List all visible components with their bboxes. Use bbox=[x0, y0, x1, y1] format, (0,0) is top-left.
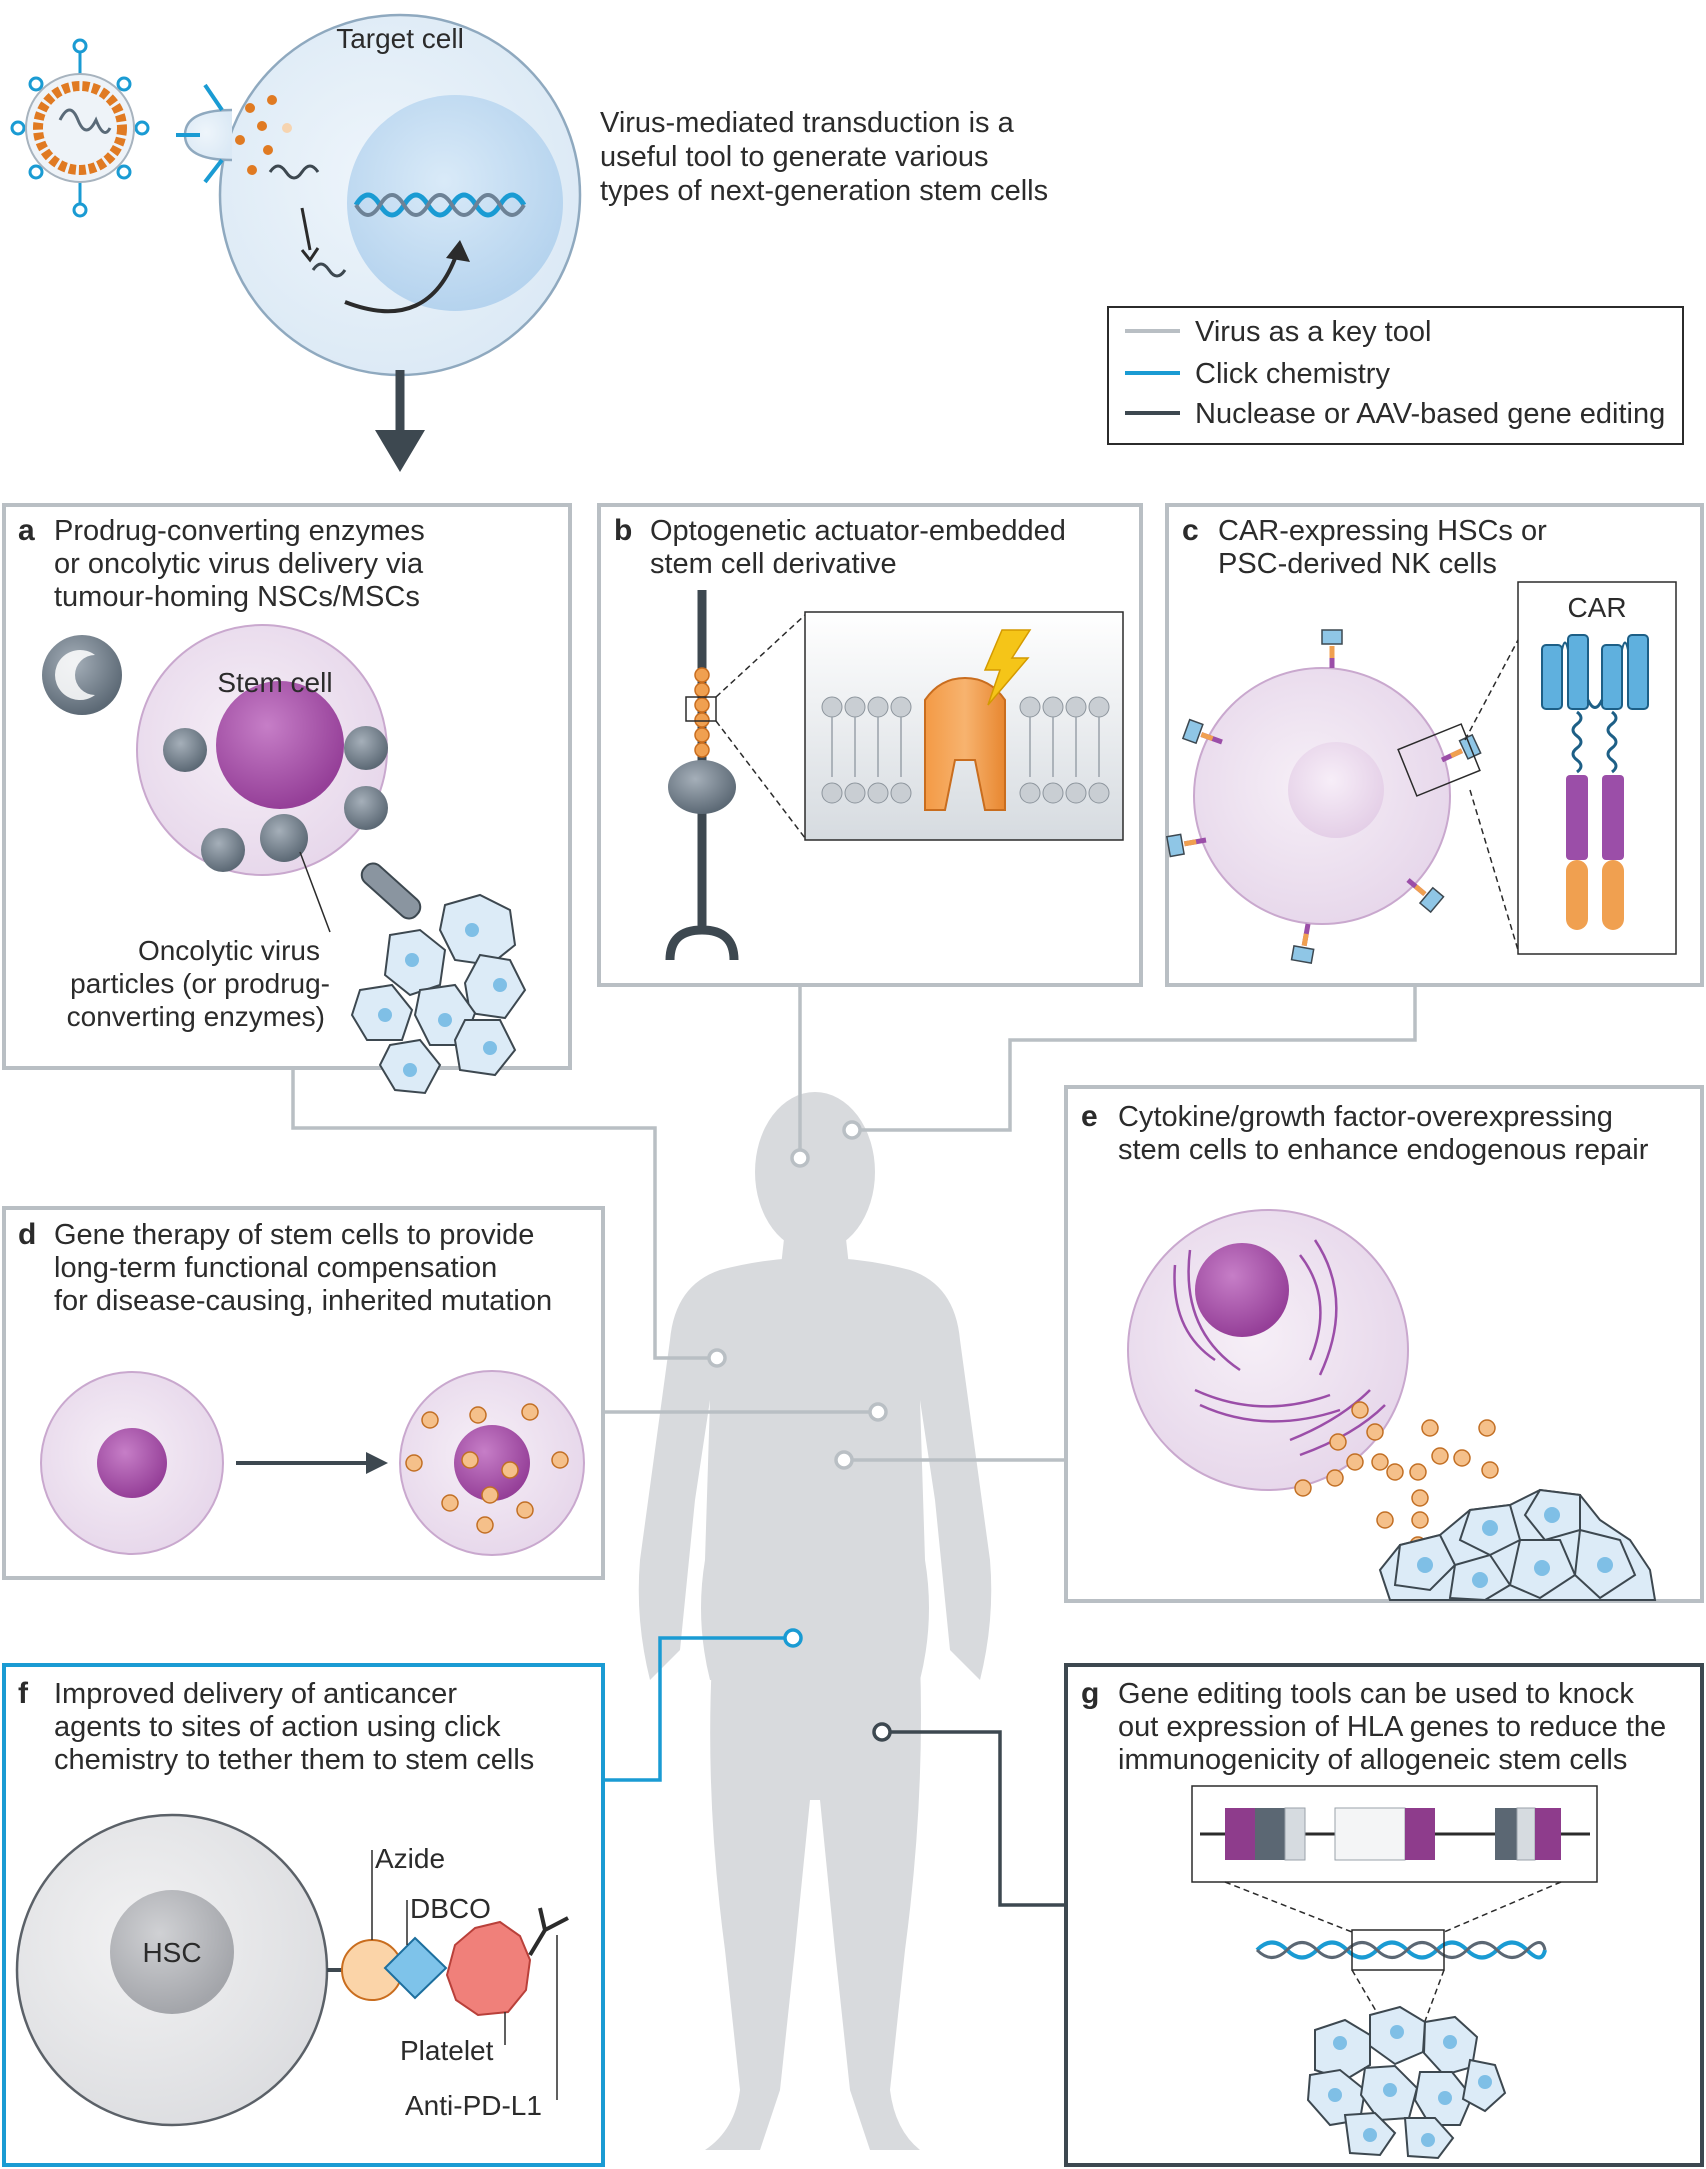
target-cell: Target cell bbox=[176, 13, 582, 377]
stem-cell-label: Stem cell bbox=[217, 667, 332, 698]
panel-f-letter: f bbox=[18, 1677, 29, 1710]
panel-g-title-1: Gene editing tools can be used to knock bbox=[1118, 1678, 1634, 1710]
panel-f: f Improved delivery of anticancer agents… bbox=[2, 1663, 605, 2167]
azide-label: Azide bbox=[375, 1843, 445, 1874]
target-cell-label: Target cell bbox=[336, 23, 464, 54]
legend-box: Virus as a key tool Click chemistry Nucl… bbox=[1107, 306, 1684, 445]
panel-c-title-1: CAR-expressing HSCs or bbox=[1218, 515, 1547, 547]
endoplasmic-reticulum bbox=[1173, 1239, 1386, 1457]
internal-virus-particles bbox=[163, 726, 388, 872]
panel-d-title-2: long-term functional compensation bbox=[54, 1252, 497, 1284]
panel-e-title-2: stem cells to enhance endogenous repair bbox=[1118, 1134, 1649, 1166]
nk-cell-nucleus bbox=[1288, 742, 1384, 838]
car-label: CAR bbox=[1567, 592, 1626, 623]
intro-line-2: useful tool to generate various bbox=[600, 141, 989, 173]
neuron-drawing bbox=[665, 590, 739, 961]
particles-label-2: particles (or prodrug- bbox=[70, 968, 330, 999]
platelet bbox=[445, 1920, 532, 2017]
down-arrow bbox=[375, 370, 425, 472]
particles-label-1: Oncolytic virus bbox=[138, 935, 320, 966]
legend-label-click: Click chemistry bbox=[1195, 358, 1390, 390]
stem-cell-nucleus bbox=[216, 681, 344, 809]
secreted-factors-d bbox=[405, 1403, 569, 1534]
panel-d-letter: d bbox=[18, 1218, 36, 1251]
panel-d-title-1: Gene therapy of stem cells to provide bbox=[54, 1219, 534, 1251]
hsc-nucleus bbox=[110, 1890, 234, 2014]
panel-e-title-1: Cytokine/growth factor-overexpressing bbox=[1118, 1101, 1613, 1133]
panel-b: b Optogenetic actuator-embedded stem cel… bbox=[597, 503, 1143, 987]
panel-a-title-1: Prodrug-converting enzymes bbox=[54, 515, 425, 547]
legend-label-editing: Nuclease or AAV-based gene editing bbox=[1195, 398, 1665, 430]
hsc-label: HSC bbox=[142, 1937, 201, 1968]
antipdl1-label: Anti-PD-L1 bbox=[405, 2090, 542, 2121]
connector-lines bbox=[291, 985, 1417, 1907]
particles-label-3: converting enzymes) bbox=[67, 1001, 325, 1032]
intro-line-3: types of next-generation stem cells bbox=[600, 175, 1048, 207]
legend-label-virus: Virus as a key tool bbox=[1195, 316, 1431, 348]
legend-item-click: Click chemistry bbox=[1125, 358, 1390, 390]
car-inset: CAR bbox=[1517, 581, 1677, 955]
panel-c-letter: c bbox=[1182, 514, 1199, 547]
membrane-inset bbox=[804, 611, 1124, 841]
panel-f-title-3: chemistry to tether them to stem cells bbox=[54, 1744, 534, 1776]
virus-particle bbox=[10, 38, 150, 218]
panel-c-title-2: PSC-derived NK cells bbox=[1218, 548, 1497, 580]
panel-g-title-2: out expression of HLA genes to reduce th… bbox=[1118, 1711, 1666, 1743]
dbco-label: DBCO bbox=[410, 1893, 491, 1924]
panel-e-letter: e bbox=[1081, 1100, 1098, 1133]
panel-a: a Prodrug-converting enzymes or oncolyti… bbox=[2, 503, 572, 1095]
panel-a-title-3: tumour-homing NSCs/MSCs bbox=[54, 581, 420, 613]
legend-item-editing: Nuclease or AAV-based gene editing bbox=[1125, 398, 1665, 430]
channelrhodopsin-channel bbox=[924, 676, 1006, 811]
panel-a-title-2: or oncolytic virus delivery via bbox=[54, 548, 424, 580]
intro-description: Virus-mediated transduction is a useful … bbox=[600, 107, 1048, 207]
dna-double-helix bbox=[1255, 1929, 1547, 1971]
panel-f-title-2: agents to sites of action using click bbox=[54, 1711, 501, 1743]
dbco-molecule bbox=[383, 1936, 448, 2000]
legend-item-virus: Virus as a key tool bbox=[1125, 316, 1431, 348]
panel-b-title-1: Optogenetic actuator-embedded bbox=[650, 515, 1066, 547]
panel-b-letter: b bbox=[614, 514, 632, 547]
antibody-icon bbox=[528, 1907, 569, 1957]
human-body-silhouette bbox=[638, 1092, 992, 2150]
panel-d: d Gene therapy of stem cells to provide … bbox=[2, 1206, 605, 1580]
tissue-cell-cluster bbox=[1378, 1488, 1657, 1602]
lightning-icon bbox=[983, 629, 1032, 706]
panel-d-title-3: for disease-causing, inherited mutation bbox=[54, 1285, 552, 1317]
intro-line-1: Virus-mediated transduction is a bbox=[600, 107, 1015, 139]
panel-g: g Gene editing tools can be used to knoc… bbox=[1064, 1663, 1704, 2167]
delivery-needle bbox=[360, 862, 422, 920]
panel-b-title-2: stem cell derivative bbox=[650, 548, 897, 580]
panel-e: e Cytokine/growth factor-overexpressing … bbox=[1064, 1085, 1704, 1603]
panel-g-letter: g bbox=[1081, 1677, 1099, 1710]
intro-section: Target cell Virus-mediated transduction … bbox=[10, 13, 1048, 472]
panel-a-letter: a bbox=[18, 514, 35, 547]
free-virus-particle bbox=[42, 635, 122, 715]
hla-gene-locus bbox=[1191, 1785, 1598, 1883]
panel-g-title-3: immunogenicity of allogeneic stem cells bbox=[1118, 1744, 1627, 1776]
panel-f-title-1: Improved delivery of anticancer bbox=[54, 1678, 457, 1710]
panel-c: c CAR-expressing HSCs or PSC-derived NK … bbox=[1165, 503, 1704, 987]
platelet-label: Platelet bbox=[400, 2035, 494, 2066]
